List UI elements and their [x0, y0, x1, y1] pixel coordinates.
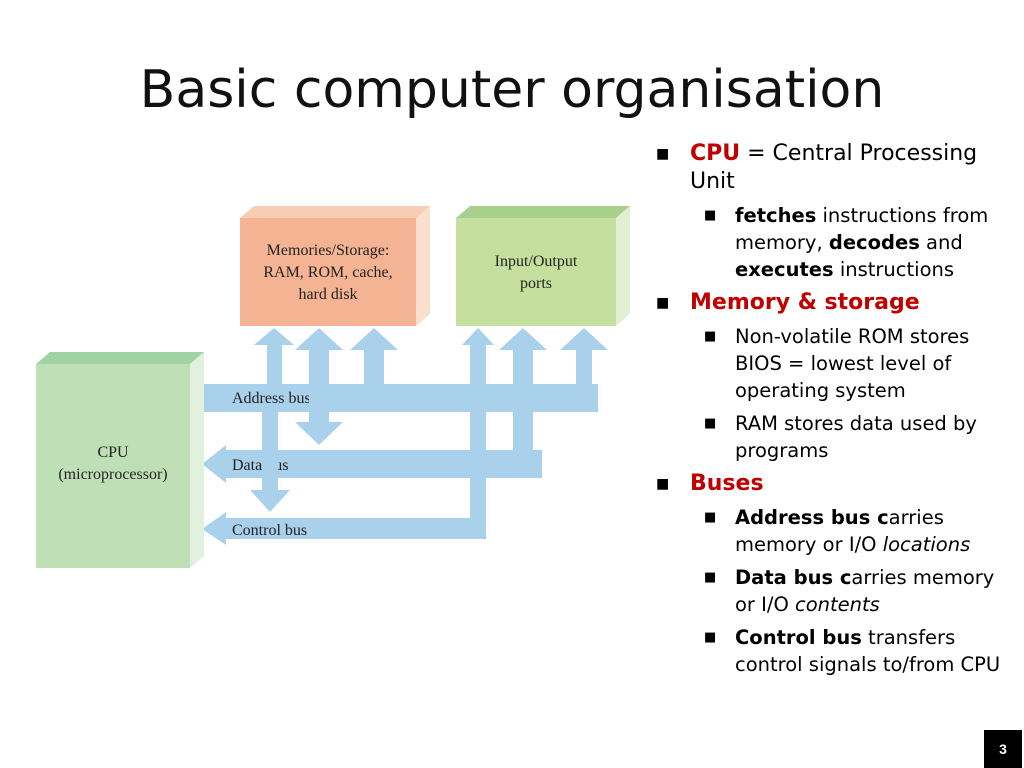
- memory-address-arrow: [254, 328, 294, 384]
- square-bullet-icon: ■: [704, 329, 717, 344]
- square-bullet-icon: ■: [704, 416, 717, 431]
- bullet-executes: executes: [735, 258, 834, 281]
- address-bus-label: Address bus: [232, 390, 311, 407]
- cpu-box-line2: (microprocessor): [58, 466, 167, 483]
- bullet-data-bus: ■ Data bus carries memory or I/O content…: [652, 564, 1012, 618]
- bullet-text: RAM stores data used by programs: [735, 412, 977, 462]
- square-bullet-icon: ■: [656, 476, 670, 492]
- slide-title: Basic computer organisation: [139, 60, 885, 120]
- bullet-address-bus: ■ Address bus carries memory or I/O loca…: [652, 504, 1012, 558]
- bullet-memory-sub1: ■ Non-volatile ROM stores BIOS = lowest …: [652, 323, 1012, 404]
- bullet-cpu: ■ CPU = Central Processing Unit: [652, 140, 1012, 196]
- io-ports-box: Input/Output ports: [456, 206, 630, 326]
- bullet-text: instructions: [833, 258, 955, 281]
- bullet-list: ■ CPU = Central Processing Unit ■ fetche…: [652, 140, 1012, 684]
- bullet-cpu-sub: ■ fetches instructions from memory, deco…: [652, 202, 1012, 283]
- address-bus: Address bus: [196, 384, 598, 412]
- square-bullet-icon: ■: [656, 146, 670, 162]
- memory-address-arrow-2: [350, 328, 398, 384]
- bullet-control-bus: ■ Control bus transfers control signals …: [652, 624, 1012, 678]
- bullet-fetches: fetches: [735, 204, 817, 227]
- computer-organisation-diagram: Address bus Data bus Control bus Memorie…: [36, 206, 630, 568]
- memory-data-arrow: [295, 328, 343, 445]
- memory-control-arrow: [250, 412, 290, 512]
- bullet-italic: locations: [882, 533, 971, 556]
- memory-storage-box: Memories/Storage: RAM, ROM, cache, hard …: [240, 206, 430, 326]
- cpu-box-line1: CPU: [97, 444, 129, 461]
- control-bus: Control bus: [202, 512, 486, 545]
- square-bullet-icon: ■: [704, 208, 717, 223]
- bullet-buses: ■ Buses: [652, 470, 1012, 498]
- bullet-text: and: [919, 231, 963, 254]
- io-data-arrow: [499, 328, 547, 450]
- bullet-memory-term: Memory & storage: [690, 290, 920, 315]
- io-address-arrow: [560, 328, 608, 384]
- memory-box-line2: RAM, ROM, cache,: [263, 264, 392, 281]
- data-bus: Data bus: [202, 445, 542, 483]
- square-bullet-icon: ■: [656, 295, 670, 311]
- page-number: 3: [984, 730, 1022, 768]
- memory-box-line1: Memories/Storage:: [267, 242, 390, 259]
- bullet-bold: Control bus: [735, 626, 862, 649]
- io-box-line2: ports: [520, 275, 552, 292]
- bullet-text: arries memory or I/O: [735, 566, 995, 616]
- bullet-decodes: decodes: [828, 231, 920, 254]
- bullet-buses-term: Buses: [690, 471, 764, 496]
- cpu-box: CPU (microprocessor): [36, 352, 204, 568]
- io-box-line1: Input/Output: [495, 253, 578, 270]
- bullet-cpu-text: = Central Processing Unit: [690, 141, 978, 194]
- bullet-text: arries memory or I/O: [735, 506, 944, 556]
- bullet-cpu-term: CPU: [690, 141, 741, 166]
- bullet-text: instructions from memory,: [735, 204, 989, 254]
- bullet-memory-sub2: ■ RAM stores data used by programs: [652, 410, 1012, 464]
- data-bus-label: Data bus: [232, 457, 288, 474]
- memory-box-line3: hard disk: [298, 286, 357, 303]
- square-bullet-icon: ■: [704, 570, 717, 585]
- bullet-bold: Data bus c: [735, 566, 852, 589]
- square-bullet-icon: ■: [704, 510, 717, 525]
- bullet-text: Non-volatile ROM stores BIOS = lowest le…: [735, 325, 970, 402]
- bullet-text: transfers control signals to/from CPU: [735, 626, 1001, 676]
- bullet-bold: Address bus c: [735, 506, 889, 529]
- bullet-memory: ■ Memory & storage: [652, 289, 1012, 317]
- square-bullet-icon: ■: [704, 630, 717, 645]
- control-bus-label: Control bus: [232, 522, 307, 539]
- io-control-connector: [462, 328, 494, 518]
- bullet-italic: contents: [795, 593, 880, 616]
